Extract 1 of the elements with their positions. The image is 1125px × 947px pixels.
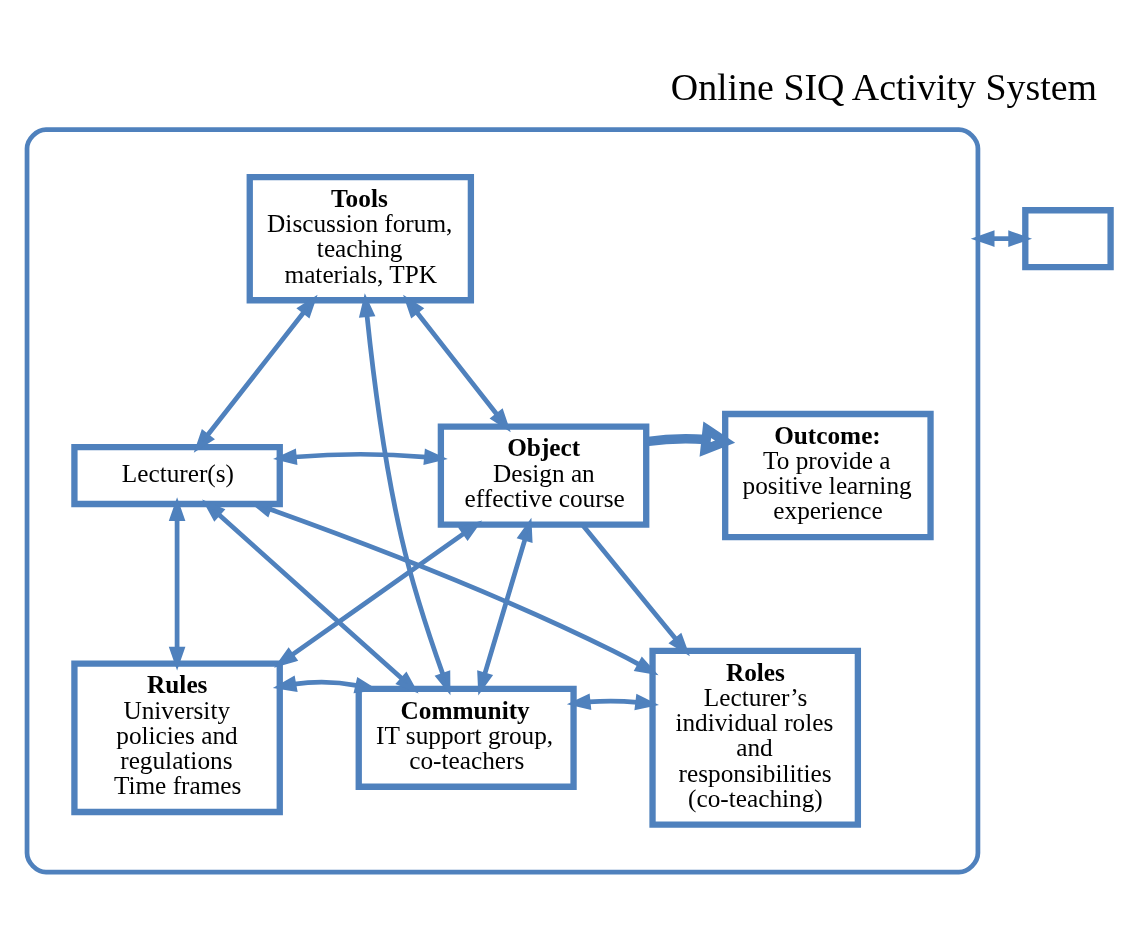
diagram-title: Online SIQ Activity System — [670, 65, 1098, 108]
